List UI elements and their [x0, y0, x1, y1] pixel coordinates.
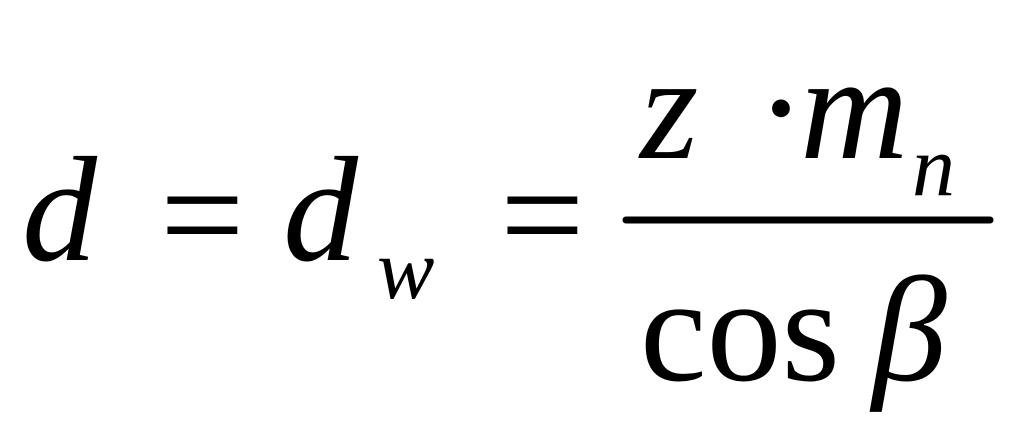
- equals-sign-1: =: [160, 132, 245, 298]
- numerator-dot-operator: ·: [756, 25, 806, 191]
- equals-sign-2: =: [500, 132, 585, 298]
- denominator-cos: cos: [640, 247, 840, 413]
- middle-symbol-d: d: [283, 127, 359, 293]
- denominator-beta: β: [869, 247, 947, 413]
- numerator-z: z: [638, 25, 698, 191]
- numerator-m: m: [800, 25, 908, 191]
- middle-subscript-w: w: [377, 221, 434, 317]
- numerator-subscript-n: n: [912, 118, 955, 214]
- lhs-symbol-d: d: [22, 127, 98, 293]
